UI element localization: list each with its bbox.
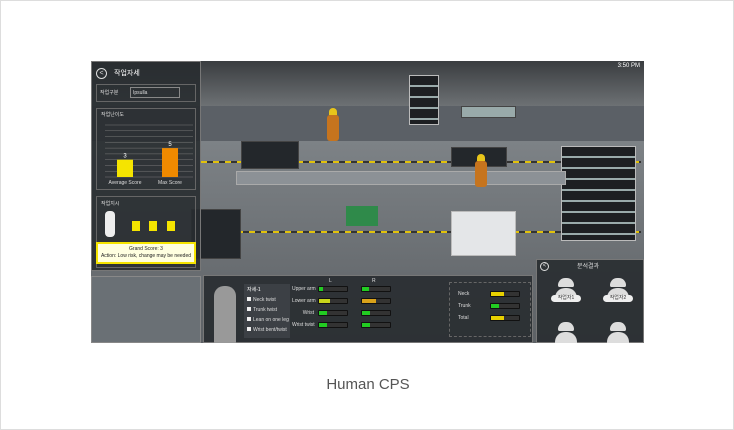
col-r: R	[372, 278, 376, 284]
score-bar	[162, 148, 178, 177]
worker-figure	[475, 154, 487, 187]
left-score-bar	[318, 310, 348, 316]
machine	[241, 141, 299, 169]
task-row	[96, 84, 196, 102]
right-score-bar	[361, 310, 391, 316]
score-bar	[117, 159, 133, 177]
worker-2-label: 작업자2	[603, 295, 633, 302]
body-silhouette	[214, 286, 236, 343]
worker-3-button[interactable]	[551, 322, 581, 343]
panel-title: 작업자세	[114, 70, 140, 77]
indicator	[132, 221, 140, 231]
body-part-label: Wrist twist	[292, 322, 315, 328]
bar-value-label: 3	[123, 154, 127, 160]
indicator	[149, 221, 157, 231]
check-label: Wrist bent/twist	[253, 327, 287, 333]
summary-label: Total	[458, 315, 469, 321]
check-item[interactable]: Wrist bent/twist	[247, 327, 287, 333]
check-item[interactable]: Neck twist	[247, 297, 276, 303]
check-item[interactable]: Lean on one leg	[247, 317, 289, 323]
green-cart	[346, 206, 378, 226]
task-label: 작업구분	[100, 90, 119, 96]
body-part-label: Wrist	[302, 310, 314, 316]
right-score-bar	[361, 322, 391, 328]
score-message: Grand Score: 3 Action: Low risk, change …	[96, 242, 196, 264]
check-label: Trunk twist	[253, 307, 277, 313]
right-score-bar	[361, 286, 391, 292]
chart-title: 작업난이도	[101, 112, 125, 118]
results-title: 분석결과	[577, 264, 600, 270]
category-label: Max Score	[158, 180, 182, 186]
instruction-title: 작업지시	[101, 201, 120, 207]
back-button[interactable]: <	[96, 68, 107, 79]
worker-4-button[interactable]	[603, 322, 633, 343]
instruction-box: 작업지시	[96, 196, 196, 268]
conveyor	[236, 171, 566, 185]
hazard-stripe	[201, 231, 641, 233]
body-part-label: Upper arm	[292, 286, 316, 292]
assessment-title: 자세-1	[247, 287, 261, 293]
body-figure	[105, 211, 115, 237]
worker-2-button[interactable]: 작업자2	[603, 278, 633, 308]
left-score-bar	[318, 286, 348, 292]
body-part-label: Lower arm	[292, 298, 316, 304]
results-back-button[interactable]: <	[540, 262, 549, 271]
left-score-bar	[318, 322, 348, 328]
machine	[461, 106, 516, 118]
worker-figure	[327, 108, 339, 141]
clock: 3:50 PM	[617, 63, 640, 69]
indicator	[167, 221, 175, 231]
summary-bar	[490, 315, 520, 321]
category-label: Average Score	[109, 180, 142, 186]
summary-label: Trunk	[458, 303, 471, 309]
action-text: Action: Low risk, change may be needed	[100, 253, 192, 259]
worker-1-label: 작업자1	[551, 295, 581, 302]
minimap[interactable]	[91, 276, 201, 343]
summary-label: Neck	[458, 291, 470, 297]
check-label: Lean on one leg	[253, 317, 289, 323]
tire-rack	[409, 75, 439, 125]
caption: Human CPS	[326, 376, 410, 393]
right-score-bar	[361, 298, 391, 304]
tire-rack	[561, 146, 636, 241]
check-item[interactable]: Trunk twist	[247, 307, 277, 313]
worker-1-button[interactable]: 작업자1	[551, 278, 581, 308]
results-panel: < 분석결과 작업자1 작업자2	[536, 259, 644, 343]
check-label: Neck twist	[253, 297, 276, 303]
task-field[interactable]: Ipsulla	[130, 87, 180, 98]
left-score-bar	[318, 298, 348, 304]
grand-score: Grand Score: 3	[129, 246, 163, 252]
stacked-plates	[451, 211, 516, 256]
summary-bar	[490, 303, 520, 309]
summary-bar	[490, 291, 520, 297]
bar-value-label: 5	[168, 142, 172, 148]
hazard-stripe	[201, 161, 641, 163]
col-l: L	[329, 278, 332, 284]
